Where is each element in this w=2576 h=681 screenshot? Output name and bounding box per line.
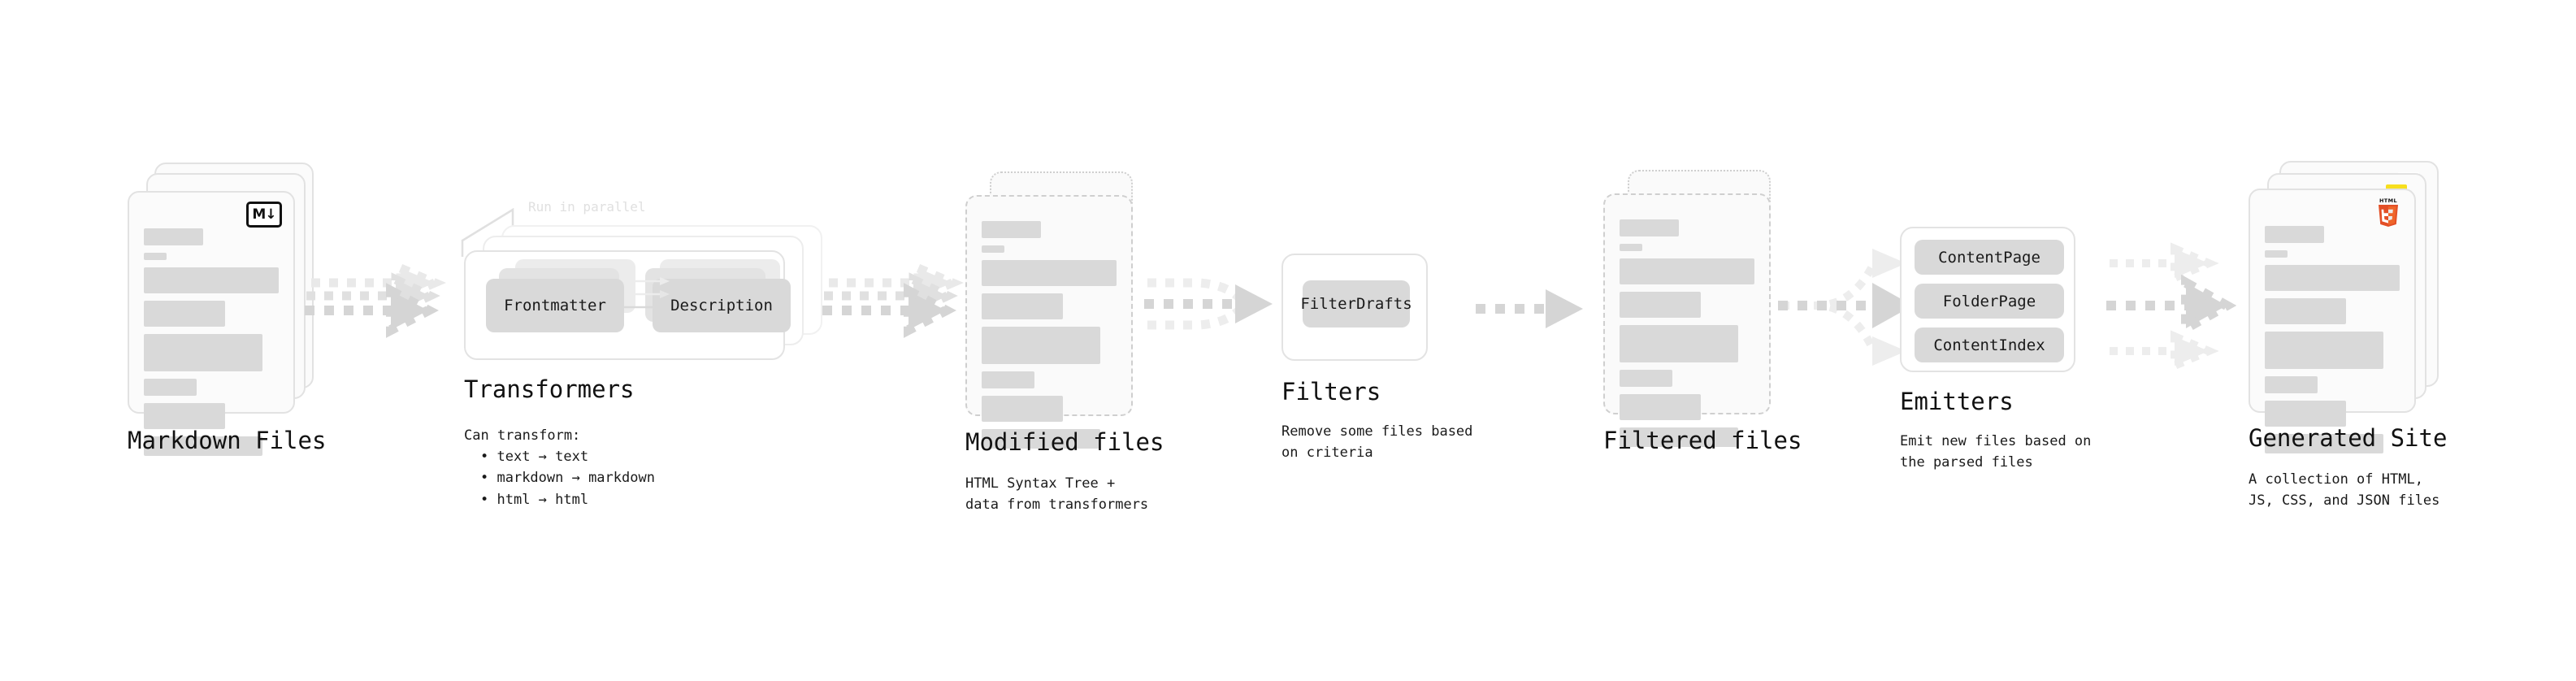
skeleton-bar [2265, 376, 2318, 393]
skeleton-bar [1620, 244, 1643, 251]
skeleton-bar [982, 429, 1101, 449]
skeleton-bar [2265, 332, 2384, 369]
modified-file-skeleton [982, 221, 1117, 456]
emitters-panel[interactable]: ContentPage FolderPage ContentIndex [1900, 227, 2075, 372]
filters-title: Filters [1281, 378, 1381, 406]
skeleton-bar [144, 403, 225, 429]
arrow-emitters-to-site [2106, 242, 2237, 372]
skeleton-bar [2265, 250, 2288, 258]
markdown-file-skeleton [144, 228, 279, 463]
generated-file-skeleton [2265, 226, 2400, 461]
chip-description[interactable]: Description [653, 279, 791, 332]
skeleton-bar [144, 334, 263, 371]
arrow-markdown-to-transformers [305, 261, 446, 338]
modified-file-front [965, 195, 1133, 449]
markdown-file-front: M↓ [128, 191, 295, 456]
generated-site-title: Generated Site [2249, 424, 2448, 452]
skeleton-bar [144, 228, 204, 245]
skeleton-bar [2265, 265, 2400, 291]
skeleton-bar [982, 396, 1063, 422]
filtered-file-front [1603, 193, 1771, 447]
skeleton-bar [2265, 434, 2384, 453]
skeleton-bar [1620, 427, 1739, 447]
arrow-filtered-to-emitters [1778, 249, 1913, 366]
bullet-item: html → html [480, 489, 655, 510]
svg-text:HTML: HTML [2379, 197, 2397, 204]
skeleton-bar [144, 253, 167, 260]
arrow-filters-to-filtered [1476, 289, 1583, 328]
transformers-title: Transformers [464, 375, 635, 403]
skeleton-bar [982, 293, 1063, 319]
skeleton-bar [982, 327, 1101, 364]
arrow-modified-to-filters [1144, 278, 1273, 330]
run-in-parallel-bracket [461, 207, 514, 257]
transformers-caption: Can transform: [464, 427, 581, 444]
skeleton-bar [144, 301, 225, 327]
modified-files-caption: HTML Syntax Tree + data from transformer… [965, 475, 1149, 514]
generated-site-caption: A collection of HTML, JS, CSS, and JSON … [2249, 471, 2440, 510]
chip-frontmatter[interactable]: Frontmatter [486, 279, 624, 332]
chip-contentpage[interactable]: ContentPage [1915, 240, 2064, 275]
skeleton-bar [144, 379, 197, 396]
emitters-title: Emitters [1900, 388, 2014, 415]
skeleton-bar [1620, 258, 1754, 284]
chip-filterdrafts[interactable]: FilterDrafts [1300, 280, 1412, 327]
filters-panel[interactable]: FilterDrafts [1281, 254, 1428, 361]
filtered-files-title: Filtered files [1603, 427, 1802, 454]
skeleton-bar [982, 245, 1005, 253]
chip-folderpage[interactable]: FolderPage [1915, 284, 2064, 319]
emitters-caption: Emit new files based on the parsed files [1900, 433, 2092, 471]
skeleton-bar [2265, 298, 2346, 324]
filters-caption: Remove some files based on criteria [1281, 423, 1473, 462]
skeleton-bar [1620, 325, 1739, 362]
skeleton-bar [982, 260, 1117, 286]
skeleton-bar [144, 267, 279, 293]
run-in-parallel-label: Run in parallel [528, 199, 646, 215]
markdown-files-title: Markdown Files [128, 427, 327, 454]
skeleton-bar [982, 221, 1042, 238]
bullet-item: markdown → markdown [480, 467, 654, 488]
chip-contentindex[interactable]: ContentIndex [1915, 327, 2064, 362]
bullet-item: text → text [480, 446, 655, 467]
skeleton-bar [982, 371, 1034, 388]
transformers-bullets: text → text markdown → markdown html → h… [464, 446, 655, 510]
skeleton-bar [1620, 394, 1701, 420]
skeleton-bar [1620, 370, 1672, 387]
skeleton-bar [2265, 226, 2325, 243]
generated-file-html: HTML [2249, 189, 2416, 453]
skeleton-bar [1620, 292, 1701, 318]
arrow-transformers-to-modified [822, 261, 964, 338]
skeleton-bar [144, 436, 263, 456]
skeleton-bar [1620, 219, 1680, 236]
filtered-file-skeleton [1620, 219, 1754, 454]
skeleton-bar [2265, 401, 2346, 427]
modified-files-title: Modified files [965, 428, 1164, 456]
markdown-icon: M↓ [246, 202, 282, 228]
html5-icon: HTML [2375, 197, 2401, 228]
transformer-inner-arrows [622, 277, 671, 312]
